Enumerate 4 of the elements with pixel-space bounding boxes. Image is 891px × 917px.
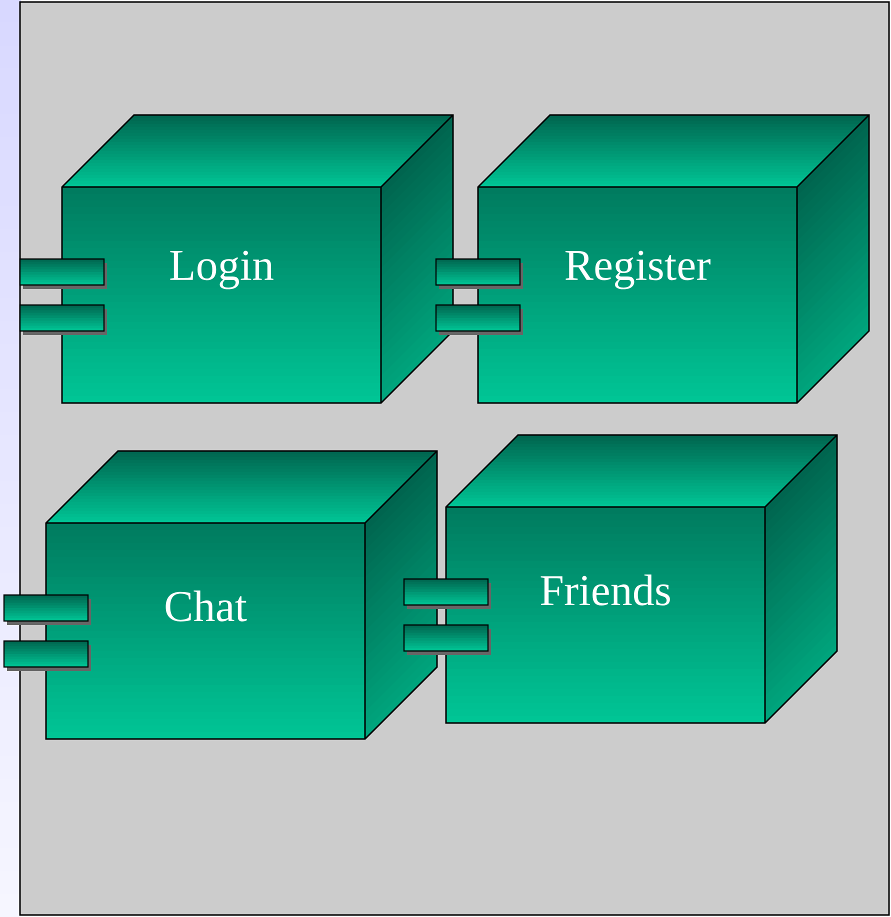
component-cube: Chat xyxy=(3,450,438,740)
component-cube: Login xyxy=(19,114,454,404)
component-cube: Register xyxy=(435,114,870,404)
component-cube: Friends xyxy=(403,434,838,724)
